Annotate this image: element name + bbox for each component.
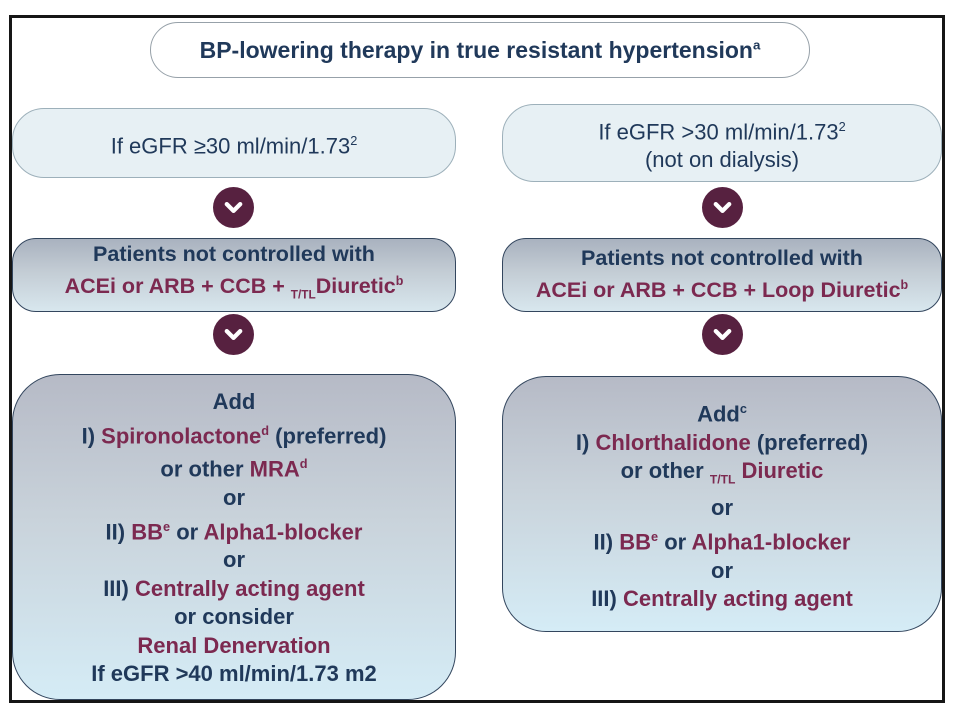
- right-chevron-down-1-icon: [702, 187, 743, 228]
- left-add-egfr-note: If eGFR >40 ml/min/1.73 m2: [91, 661, 377, 687]
- left-add-or-1: or: [223, 485, 245, 511]
- right-add-option-1: I) Chlorthalidone (preferred): [575, 429, 869, 455]
- left-chevron-down-1-icon: [213, 187, 254, 228]
- right-egfr-condition-text: If eGFR >30 ml/min/1.732: [598, 119, 846, 145]
- left-add-renal-denervation: Renal Denervation: [137, 632, 331, 658]
- left-add-option-1b: or other MRAd: [160, 456, 308, 482]
- left-uncontrolled-box: Patients not controlled with ACEi or ARB…: [12, 238, 456, 312]
- right-add-heading: Addc: [697, 401, 747, 427]
- page-title: BP-lowering therapy in true resistant hy…: [150, 22, 810, 78]
- right-add-or-1: or: [711, 495, 733, 521]
- outer-frame: [9, 15, 945, 703]
- right-uncontrolled-line1: Patients not controlled with: [581, 246, 863, 271]
- left-egfr-condition-text: If eGFR ≥30 ml/min/1.732: [110, 132, 358, 159]
- right-add-or-2: or: [711, 557, 733, 583]
- right-egfr-condition-line2: (not on dialysis): [644, 146, 800, 172]
- left-uncontrolled-line1: Patients not controlled with: [93, 242, 375, 267]
- right-uncontrolled-box: Patients not controlled with ACEi or ARB…: [502, 238, 942, 312]
- left-add-or-2: or: [223, 547, 245, 573]
- left-chevron-down-2-icon: [213, 314, 254, 355]
- left-add-or-consider: or consider: [174, 604, 294, 630]
- left-add-option-1: I) Spironolactoned (preferred): [81, 422, 387, 448]
- right-add-option-3: III) Centrally acting agent: [591, 586, 853, 612]
- left-uncontrolled-line2: ACEi or ARB + CCB + T/TLDiureticb: [64, 274, 404, 302]
- left-add-option-3: III) Centrally acting agent: [103, 575, 365, 601]
- left-add-heading: Add: [212, 389, 256, 414]
- page-title-text: BP-lowering therapy in true resistant hy…: [199, 36, 761, 63]
- left-add-box: Add I) Spironolactoned (preferred) or ot…: [12, 374, 456, 700]
- right-add-option-2: II) BBe or Alpha1-blocker: [593, 528, 851, 555]
- right-uncontrolled-line2: ACEi or ARB + CCB + Loop Diureticb: [535, 278, 909, 303]
- left-egfr-condition-box: If eGFR ≥30 ml/min/1.732: [12, 108, 456, 178]
- right-egfr-condition-box: If eGFR >30 ml/min/1.732 (not on dialysi…: [502, 104, 942, 182]
- left-add-option-2: II) BBe or Alpha1-blocker: [105, 518, 363, 544]
- right-add-option-1b: or other T/TL Diuretic: [620, 458, 824, 487]
- right-add-box: Addc I) Chlorthalidone (preferred) or ot…: [502, 376, 942, 632]
- right-chevron-down-2-icon: [702, 314, 743, 355]
